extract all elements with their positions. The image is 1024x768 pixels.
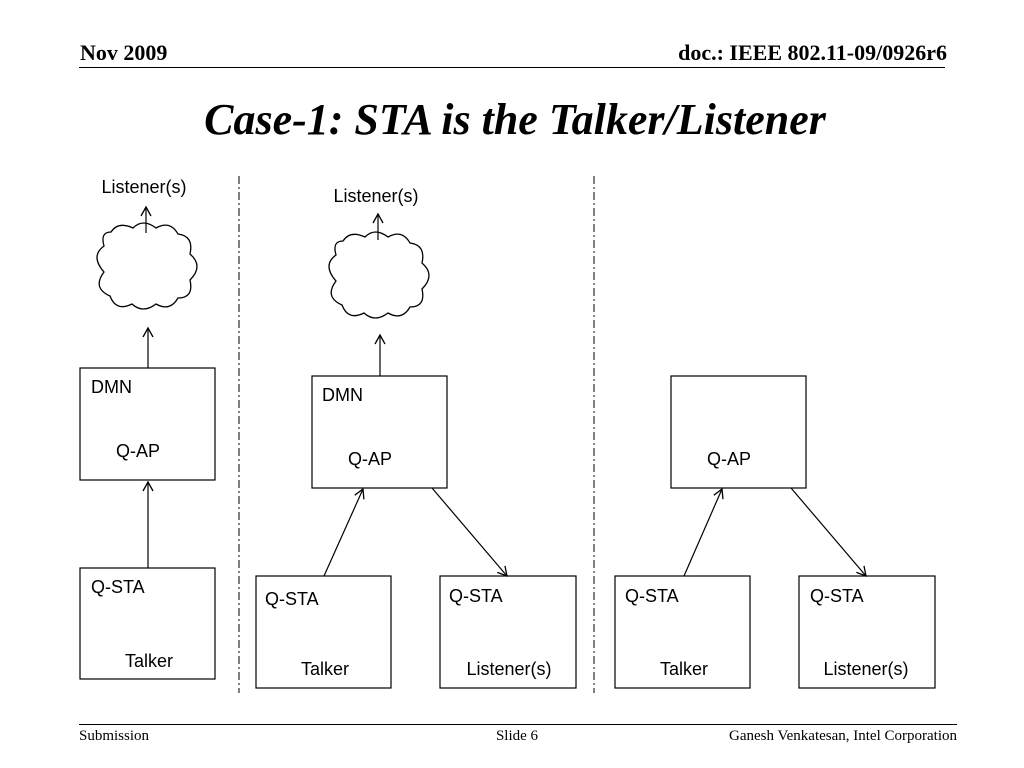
sta-label: Q-STA (91, 577, 145, 597)
footer-author: Ganesh Venkatesan, Intel Corporation (729, 728, 957, 744)
talker-sta-box (255, 575, 392, 689)
arrow-talker-to-ap (683, 487, 724, 577)
arrow-talker-to-ap (323, 487, 365, 577)
network-cloud-icon (328, 231, 430, 319)
header-date: Nov 2009 (80, 40, 168, 65)
panel-2: Listener(s) DMN Q-AP Q-STA Talker Q-STA … (255, 186, 577, 689)
arrow-ap-to-listener (431, 487, 508, 578)
ap-label: Q-AP (348, 449, 392, 469)
network-cloud-icon (96, 222, 198, 310)
listener-label: Listener(s) (101, 177, 186, 197)
footer-divider (79, 724, 957, 725)
listener-sta-box (439, 575, 577, 689)
listener-role-label: Listener(s) (466, 659, 551, 679)
arrow-ap-to-listener (790, 487, 867, 578)
ap-label: Q-AP (707, 449, 751, 469)
ap-box (670, 375, 807, 489)
sta-box (79, 567, 216, 680)
dmn-label: DMN (322, 385, 363, 405)
talker-sta-box (614, 575, 751, 689)
ap-box (79, 367, 216, 481)
dmn-label: DMN (91, 377, 132, 397)
footer-slide-number: Slide 6 (495, 728, 539, 744)
talker-label: Talker (660, 659, 708, 679)
sta-label: Q-STA (810, 586, 864, 606)
ap-label: Q-AP (116, 441, 160, 461)
slide-title: Case-1: STA is the Talker/Listener (204, 95, 826, 144)
header-doc-id: doc.: IEEE 802.11-09/0926r6 (678, 40, 947, 65)
sta-label: Q-STA (625, 586, 679, 606)
listener-sta-box (798, 575, 936, 689)
sta-label: Q-STA (265, 589, 319, 609)
listener-label: Listener(s) (333, 186, 418, 206)
listener-role-label: Listener(s) (823, 659, 908, 679)
ap-box (311, 375, 448, 489)
panel-3: Q-AP Q-STA Talker Q-STA Listener(s) (614, 375, 936, 689)
footer-submission: Submission (79, 728, 150, 744)
sta-label: Q-STA (449, 586, 503, 606)
talker-label: Talker (301, 659, 349, 679)
header-divider (79, 67, 945, 68)
panel-1: Listener(s) DMN Q-AP Q-STA Talker (79, 177, 216, 680)
talker-label: Talker (125, 651, 173, 671)
